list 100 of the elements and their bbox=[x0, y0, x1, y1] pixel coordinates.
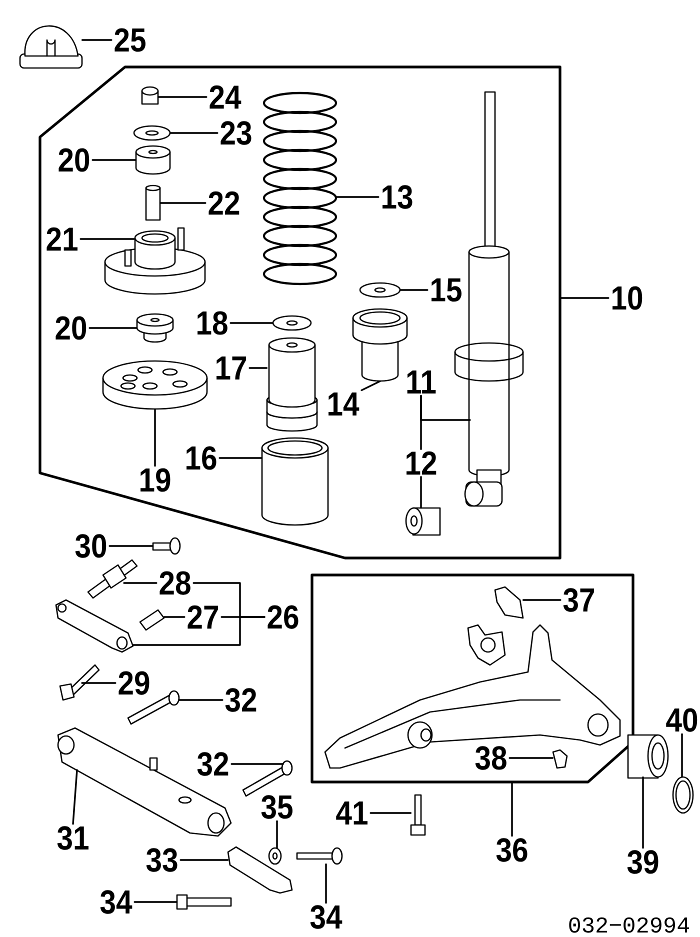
mount-drawing bbox=[104, 227, 206, 295]
leader-line bbox=[81, 682, 116, 684]
callout-number: 28 bbox=[160, 571, 190, 595]
callout-number: 26 bbox=[268, 605, 298, 629]
callout-number: 25 bbox=[114, 28, 146, 52]
callout-number: 30 bbox=[75, 534, 106, 558]
leader-line bbox=[178, 699, 224, 701]
leader-line bbox=[92, 159, 137, 161]
bump-stop-drawing bbox=[352, 308, 408, 382]
callout-number: 37 bbox=[563, 588, 594, 612]
leader-line bbox=[508, 757, 554, 759]
sleeve-drawing bbox=[145, 184, 161, 221]
callout-number: 29 bbox=[118, 671, 150, 695]
bushing-drawing bbox=[627, 734, 669, 779]
bolt-drawing bbox=[59, 664, 100, 701]
callout-number: 33 bbox=[146, 848, 178, 872]
callout-number: 24 bbox=[210, 85, 242, 109]
leader-line bbox=[642, 776, 644, 849]
bolt-drawing bbox=[176, 894, 232, 910]
bracket-drawing bbox=[494, 586, 524, 619]
callout-number: 14 bbox=[328, 392, 360, 416]
leader-line bbox=[325, 863, 327, 904]
callout-number: 20 bbox=[58, 148, 90, 172]
callout-number: 13 bbox=[382, 185, 412, 209]
callout-number: 21 bbox=[46, 227, 78, 251]
leader-line bbox=[81, 39, 112, 41]
callout-number: 34 bbox=[100, 890, 132, 914]
callout-number: 35 bbox=[261, 795, 292, 819]
leader-line bbox=[230, 322, 274, 324]
leader-line bbox=[88, 327, 138, 329]
callout-number: 16 bbox=[186, 446, 216, 470]
callout-number: 41 bbox=[336, 802, 368, 824]
leader-line bbox=[559, 297, 610, 299]
leader-line bbox=[154, 408, 156, 467]
callout-number: 32 bbox=[225, 688, 256, 712]
spring-seat-drawing bbox=[102, 360, 208, 410]
leader-line bbox=[360, 380, 381, 392]
leader-line bbox=[180, 859, 229, 861]
leader-line bbox=[218, 457, 263, 459]
callout-number: 18 bbox=[198, 311, 228, 335]
callout-number: 20 bbox=[56, 316, 86, 340]
leader-line bbox=[108, 545, 154, 547]
leader-line bbox=[163, 616, 186, 618]
leader-line bbox=[123, 582, 158, 584]
callout-number: 27 bbox=[188, 605, 218, 629]
leader-line bbox=[370, 812, 412, 814]
pin-drawing bbox=[87, 559, 138, 599]
callout-number: 15 bbox=[432, 278, 462, 302]
callout-number: 17 bbox=[216, 356, 246, 380]
callout-number: 22 bbox=[208, 191, 240, 215]
callout-number: 19 bbox=[140, 468, 170, 492]
washer-drawing bbox=[272, 315, 312, 331]
leader-line bbox=[420, 476, 422, 509]
callout-number: 38 bbox=[475, 746, 506, 770]
coil-spring-drawing bbox=[262, 92, 338, 286]
callout-number: 36 bbox=[496, 838, 528, 862]
leader-line bbox=[248, 367, 268, 369]
callout-number: 32 bbox=[197, 752, 228, 776]
leader-line bbox=[681, 733, 683, 778]
leader-line bbox=[511, 781, 513, 837]
bump-stop-drawing bbox=[261, 437, 329, 526]
leader-line bbox=[335, 196, 380, 198]
bolt-drawing bbox=[152, 537, 181, 555]
leader-line bbox=[522, 599, 562, 601]
callout-number: 31 bbox=[57, 826, 88, 850]
leader-line bbox=[157, 96, 208, 98]
pin-drawing bbox=[139, 609, 165, 631]
callout-number: 12 bbox=[406, 451, 436, 475]
bolt-drawing bbox=[296, 847, 343, 865]
leader-line bbox=[420, 394, 422, 450]
bolt-drawing bbox=[410, 794, 426, 836]
washer-drawing bbox=[268, 847, 282, 865]
ring-drawing bbox=[672, 776, 694, 814]
leader-line bbox=[134, 901, 178, 903]
callout-number: 10 bbox=[612, 286, 642, 310]
dust-boot-drawing bbox=[266, 337, 318, 432]
bushing-drawing bbox=[405, 507, 441, 536]
bolt-drawing bbox=[242, 760, 293, 797]
washer-drawing bbox=[133, 125, 171, 141]
bushing-drawing bbox=[135, 145, 171, 175]
callout-number: 34 bbox=[310, 905, 342, 929]
callout-number: 23 bbox=[220, 121, 252, 145]
cap-drawing bbox=[19, 25, 83, 69]
callout-number: 40 bbox=[666, 708, 698, 732]
leader-line bbox=[159, 202, 206, 204]
link-arm-drawing bbox=[227, 846, 293, 894]
bushing-drawing bbox=[136, 313, 174, 343]
leader-line bbox=[80, 238, 135, 240]
leader-line bbox=[230, 763, 284, 765]
leader-line bbox=[169, 132, 218, 134]
leader-line bbox=[72, 769, 78, 825]
leader-line bbox=[399, 289, 428, 291]
nut-drawing bbox=[141, 86, 159, 105]
drawing-number: 032−02994 bbox=[569, 917, 690, 933]
callout-number: 11 bbox=[407, 370, 436, 394]
leader-line bbox=[220, 616, 266, 618]
clip-drawing bbox=[552, 749, 568, 769]
leader-line bbox=[276, 820, 278, 849]
callout-number: 39 bbox=[627, 850, 658, 874]
washer-drawing bbox=[359, 282, 401, 298]
